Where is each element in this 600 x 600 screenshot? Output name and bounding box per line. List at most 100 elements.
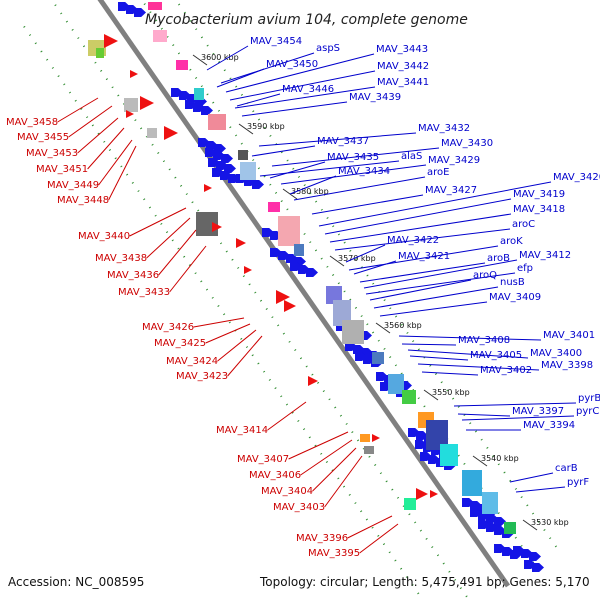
feature-block-purple [326, 286, 342, 304]
forward-gene-leader [353, 260, 397, 275]
reverse-gene-label: MAV_3414 [216, 425, 268, 436]
tick-label: 3570 kbp [338, 254, 376, 263]
forward-gene-label: MAV_3408 [458, 335, 510, 346]
reverse-gene-arrow [104, 34, 118, 48]
forward-gene-label: MAV_3421 [398, 251, 450, 262]
forward-gene-label: MAV_3405 [470, 350, 522, 361]
reverse-gene-leader [169, 245, 207, 293]
forward-gene-label: pyrC [576, 406, 599, 417]
forward-gene-leader [369, 279, 472, 301]
forward-gene-arrow [494, 517, 506, 526]
forward-gene-label: efp [517, 263, 533, 274]
feature-block-periwinkle [333, 300, 351, 326]
reverse-gene-label: MAV_3448 [57, 195, 109, 206]
reverse-gene-leader [312, 447, 357, 492]
feature-block-azure [462, 470, 482, 496]
forward-gene-label: MAV_3441 [377, 77, 429, 88]
forward-gene-label: MAV_3442 [377, 61, 429, 72]
feature-block-cyan [194, 88, 204, 100]
forward-gene-label: MAV_3398 [541, 360, 593, 371]
forward-gene-label: nusB [500, 277, 525, 288]
forward-gene-leader [345, 244, 386, 263]
forward-gene-label: carB [555, 463, 578, 474]
reverse-gene-leader [57, 97, 99, 123]
reverse-gene-arrow [212, 222, 222, 232]
forward-gene-leader [409, 355, 469, 361]
forward-gene-label: MAV_3401 [543, 330, 595, 341]
forward-gene-label: aroB [487, 253, 510, 264]
forward-gene-label: MAV_3400 [530, 348, 582, 359]
forward-gene-arrow [306, 268, 318, 277]
feature-block-lightblue [240, 162, 256, 180]
reverse-gene-leader [300, 439, 353, 476]
reverse-gene-arrow [284, 300, 296, 312]
forward-gene-leader [407, 349, 529, 359]
feature-block-orange-2 [360, 434, 370, 442]
reverse-gene-leader [227, 335, 263, 377]
feature-block-steel [372, 352, 384, 364]
feature-block-lightpink [153, 30, 167, 42]
forward-gene-leader [293, 176, 426, 201]
forward-gene-leader [271, 147, 440, 167]
reverse-gene-label: MAV_3455 [17, 132, 69, 143]
forward-gene-label: MAV_3435 [327, 152, 379, 163]
feature-block-navy [426, 420, 448, 450]
reverse-gene-label: MAV_3458 [6, 117, 58, 128]
forward-gene-arrow [529, 552, 541, 561]
forward-gene-leader [324, 198, 512, 235]
feature-block-gray [342, 320, 364, 344]
tick-label: 3540 kbp [481, 454, 519, 463]
reverse-gene-label: MAV_3424 [166, 356, 218, 367]
reverse-gene-arrow [308, 376, 318, 386]
tick-mark [423, 389, 439, 401]
forward-gene-leader [461, 415, 575, 421]
reverse-gene-label: MAV_3453 [26, 148, 78, 159]
forward-gene-label: MAV_3418 [513, 204, 565, 215]
reverse-gene-label: MAV_3406 [249, 470, 301, 481]
forward-gene-arrow [532, 563, 544, 572]
forward-gene-leader [401, 343, 457, 346]
feature-block-sky [388, 374, 404, 394]
forward-gene-leader [236, 93, 281, 107]
forward-gene-label: pyrF [567, 477, 589, 488]
tick-label: 3560 kbp [384, 321, 422, 330]
reverse-gene-arrow [126, 110, 134, 118]
forward-gene-leader [251, 145, 316, 157]
tick-mark [472, 455, 488, 467]
tick-mark [375, 322, 391, 334]
forward-gene-leader [259, 160, 400, 177]
reverse-gene-leader [217, 329, 257, 362]
reverse-gene-leader [77, 117, 119, 154]
forward-gene-label: MAV_3412 [519, 250, 571, 261]
reverse-gene-leader [68, 105, 113, 138]
forward-gene-label: aspS [316, 43, 340, 54]
feature-block-gray-3 [147, 128, 157, 138]
tick-mark [238, 123, 254, 135]
forward-gene-leader [234, 86, 376, 109]
forward-gene-label: aroK [500, 236, 523, 247]
reverse-gene-leader [324, 455, 363, 508]
forward-gene-label: MAV_3454 [250, 36, 302, 47]
tick-label: 3530 kbp [531, 518, 569, 527]
forward-gene-leader [515, 486, 566, 493]
forward-gene-leader [363, 259, 518, 289]
forward-gene-leader [220, 52, 315, 84]
reverse-gene-label: MAV_3436 [107, 270, 159, 281]
feature-block-aqua [440, 444, 458, 466]
forward-gene-leader [334, 228, 511, 251]
feature-block-lime [96, 48, 104, 58]
tick-label: 3580 kbp [291, 187, 329, 196]
forward-gene-arrow [201, 106, 213, 115]
reverse-gene-leader [267, 401, 307, 431]
reverse-gene-leader [87, 127, 125, 170]
reverse-gene-label: MAV_3425 [154, 338, 206, 349]
forward-gene-label: MAV_3450 [266, 59, 318, 70]
tick-label: 3550 kbp [432, 388, 470, 397]
forward-gene-leader [379, 301, 488, 317]
forward-gene-leader [509, 472, 554, 483]
forward-gene-label: aroC [512, 219, 535, 230]
reverse-gene-label: MAV_3440 [78, 231, 130, 242]
reverse-gene-label: MAV_3395 [308, 548, 360, 559]
forward-gene-label: alaS [401, 151, 422, 162]
